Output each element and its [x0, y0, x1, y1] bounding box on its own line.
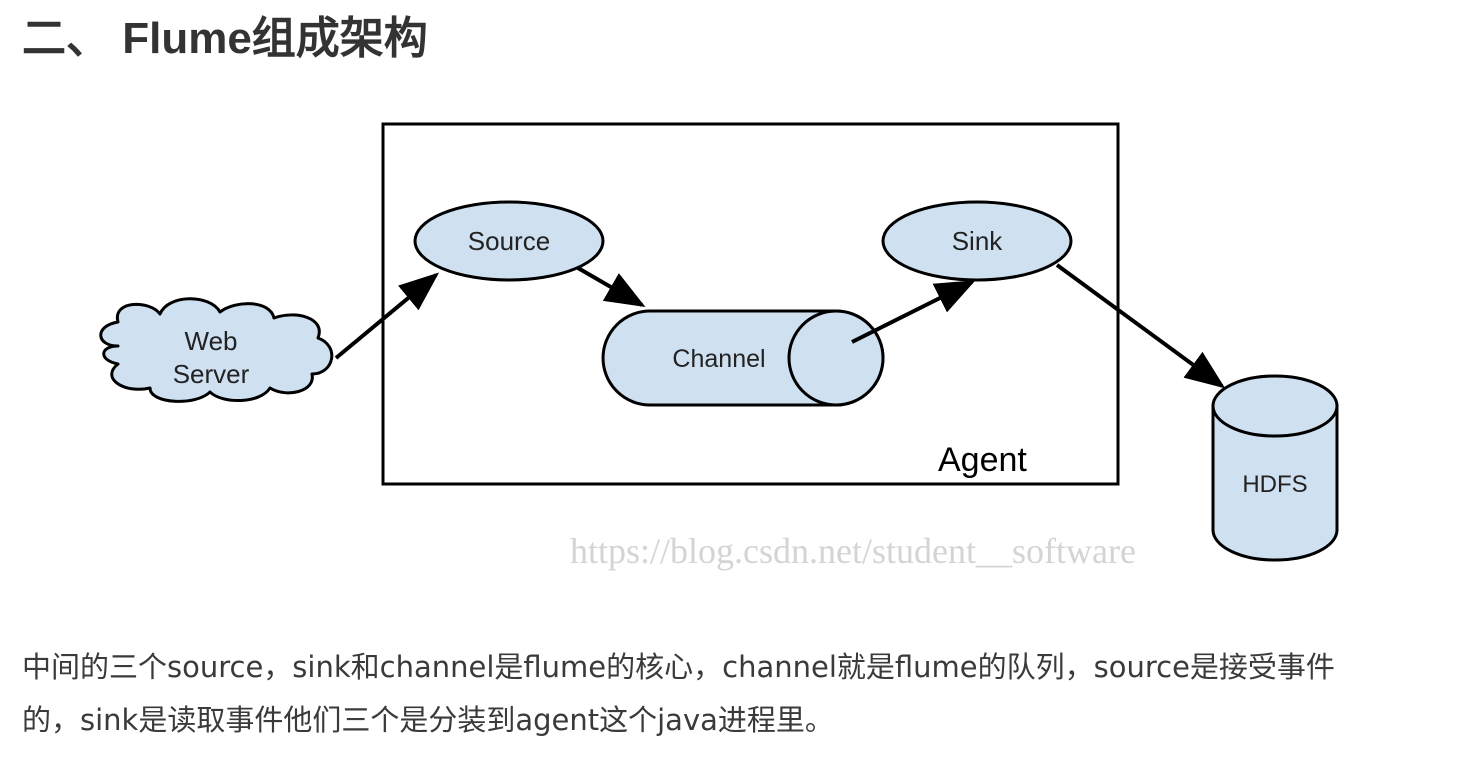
web-server-cloud [99, 297, 334, 403]
arrow-sink-to-hdfs [1055, 263, 1226, 389]
sink-label: Sink [952, 226, 1004, 256]
arrow-source-to-channel [576, 266, 646, 308]
hdfs-node [1211, 374, 1339, 562]
arrow-webserver-to-source [334, 272, 440, 360]
section-heading: 二、 Flume组成架构 [22, 14, 428, 63]
source-node [413, 200, 605, 282]
web-server-label-line1: Web [185, 326, 238, 356]
web-server-label-line2: Server [173, 359, 250, 389]
body-line-1: 中间的三个source，sink和channel是flume的核心，channe… [22, 650, 1335, 684]
flume-architecture-diagram: Agent Web Server Source Sink Channel HDF… [99, 122, 1339, 571]
body-paragraph: 中间的三个source，sink和channel是flume的核心，channe… [22, 641, 1422, 747]
body-line-2: 的，sink是读取事件他们三个是分装到agent这个java进程里。 [22, 703, 834, 737]
channel-label: Channel [672, 345, 765, 373]
agent-label: Agent [938, 441, 1027, 479]
source-label: Source [468, 226, 550, 256]
sink-node [881, 200, 1073, 282]
arrow-channel-to-sink [851, 280, 976, 344]
watermark-url: https://blog.csdn.net/student__software [570, 531, 1136, 571]
agent-box [381, 122, 1120, 486]
hdfs-label: HDFS [1242, 471, 1307, 498]
